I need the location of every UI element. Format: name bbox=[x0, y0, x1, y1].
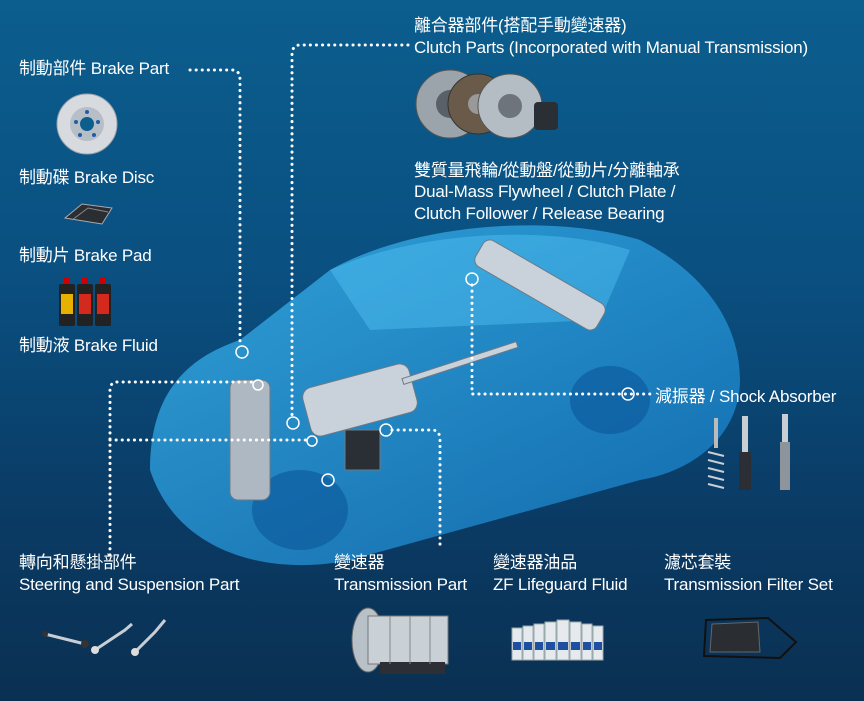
transmission-label-en: Transmission Part bbox=[334, 575, 467, 594]
fluid-label-en: ZF Lifeguard Fluid bbox=[493, 575, 628, 594]
brake-fluid-icon bbox=[59, 278, 111, 326]
clutch-items-en-2: Clutch Follower / Release Bearing bbox=[414, 204, 665, 223]
steering-label-en: Steering and Suspension Part bbox=[19, 575, 240, 594]
shock-absorber-icon bbox=[707, 414, 790, 490]
brake-part-label: 制動部件 Brake Part bbox=[19, 59, 170, 78]
filter-set-icon bbox=[702, 616, 798, 660]
brake-disc-icon bbox=[56, 93, 118, 155]
filter-label-en: Transmission Filter Set bbox=[664, 575, 833, 594]
steering-parts-icon bbox=[42, 619, 167, 656]
steering-label-zh: 轉向和懸掛部件 bbox=[19, 553, 137, 572]
brake-pad-icon bbox=[63, 203, 113, 225]
brake-pad-label: 制動片 Brake Pad bbox=[19, 246, 152, 265]
drivetrain bbox=[229, 239, 606, 501]
clutch-items-zh: 雙質量飛輪/從動盤/從動片/分離軸承 bbox=[414, 161, 680, 180]
filter-label-zh: 濾芯套裝 bbox=[664, 553, 732, 572]
fluid-label-zh: 變速器油品 bbox=[493, 553, 577, 572]
fluid-bottles-icon bbox=[511, 619, 604, 661]
brake-fluid-label: 制動液 Brake Fluid bbox=[19, 336, 158, 355]
transmission-label-zh: 變速器 bbox=[334, 553, 385, 572]
clutch-title-en: Clutch Parts (Incorporated with Manual T… bbox=[414, 38, 808, 57]
brake-disc-label: 制動碟 Brake Disc bbox=[19, 168, 155, 187]
shock-absorber-label: 減振器 / Shock Absorber bbox=[655, 387, 837, 406]
clutch-title-zh: 離合器部件(搭配手動變速器) bbox=[414, 16, 627, 35]
clutch-parts-icon bbox=[415, 69, 558, 139]
transmission-icon bbox=[351, 607, 449, 674]
clutch-items-en-1: Dual-Mass Flywheel / Clutch Plate / bbox=[414, 182, 676, 201]
